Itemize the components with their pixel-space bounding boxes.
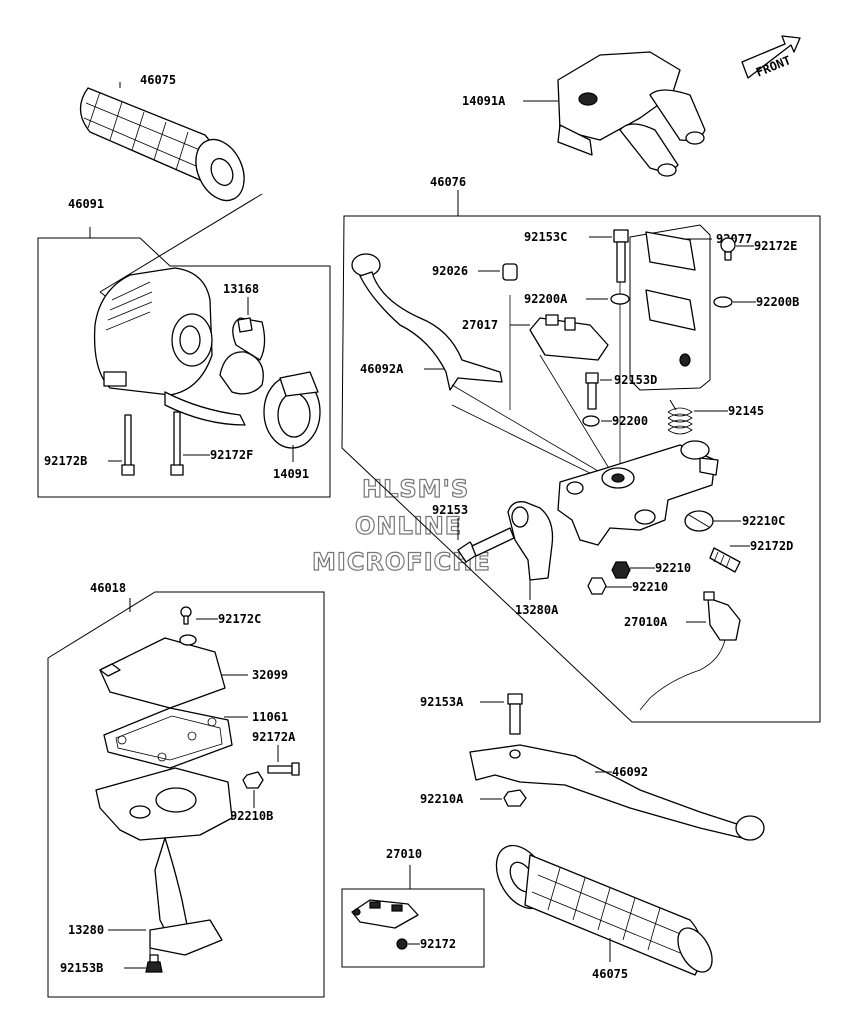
screw-92172E <box>720 237 736 261</box>
label-92153B: 92153B <box>60 961 103 975</box>
label-13280: 13280 <box>68 923 104 937</box>
label-32099: 32099 <box>252 668 288 682</box>
part-13168 <box>219 317 266 395</box>
bolt-92153D <box>585 372 599 410</box>
label-13280A: 13280A <box>515 603 559 617</box>
assembly-leader-lines <box>451 245 621 479</box>
washer-92200A <box>610 293 630 305</box>
label-14091A: 14091A <box>462 94 506 108</box>
part-27017 <box>529 314 609 361</box>
grip-46075-top <box>79 87 245 202</box>
part-92026 <box>502 263 518 281</box>
part-46091-switch-housing <box>93 267 246 426</box>
frame-27010 <box>341 888 485 968</box>
watermark-line-1: HLSM'S <box>362 475 469 503</box>
label-11061: 11061 <box>252 710 288 724</box>
nut-92210-a <box>611 561 631 579</box>
switch-27010 <box>351 899 419 929</box>
label-46091: 46091 <box>68 197 104 211</box>
bolt-92153C <box>613 229 629 283</box>
label-13168: 13168 <box>223 282 259 296</box>
label-92210B: 92210B <box>230 809 273 823</box>
housing-base <box>95 767 233 956</box>
label-92172C: 92172C <box>218 612 261 626</box>
screw-92172A <box>267 762 300 776</box>
lever-46092A <box>351 253 503 391</box>
label-92210-b: 92210 <box>632 580 668 594</box>
screw-92172B <box>121 414 135 476</box>
label-92026: 92026 <box>432 264 468 278</box>
label-92153A: 92153A <box>420 695 464 709</box>
switch-27010A <box>639 591 741 711</box>
label-92200A: 92200A <box>524 292 568 306</box>
label-27010A: 27010A <box>624 615 668 629</box>
label-14091: 14091 <box>273 467 309 481</box>
label-92172F: 92172F <box>210 448 253 462</box>
part-92077 <box>629 224 711 391</box>
label-92153D: 92153D <box>614 373 657 387</box>
watermark-line-2: ONLINE <box>355 512 462 540</box>
screw-92172D <box>709 547 741 573</box>
washer-92200B <box>713 296 733 308</box>
washer-92200 <box>582 415 600 427</box>
part-14091A <box>557 51 706 177</box>
label-92153C: 92153C <box>524 230 567 244</box>
nut-92210A <box>503 789 527 807</box>
nut-92210-b <box>587 577 607 595</box>
label-46075-top: 46075 <box>140 73 176 87</box>
label-46076: 46076 <box>430 175 466 189</box>
label-92172D: 92172D <box>750 539 793 553</box>
screw-92172 <box>396 938 408 950</box>
label-46092: 46092 <box>612 765 648 779</box>
label-92210C: 92210C <box>742 514 785 528</box>
label-92153: 92153 <box>432 503 468 517</box>
cover-32099 <box>99 634 226 709</box>
part-14091 <box>263 371 321 449</box>
gasket-11061 <box>103 707 233 769</box>
front-arrow-icon: FRONT <box>741 35 801 80</box>
screw-92172F <box>170 411 184 476</box>
label-92200B: 92200B <box>756 295 799 309</box>
bolt-92153 <box>457 527 515 563</box>
lever-46092 <box>469 744 765 841</box>
label-92172E: 92172E <box>754 239 797 253</box>
screw-92172C <box>180 606 192 625</box>
label-46075-bottom: 46075 <box>592 967 628 981</box>
label-92172A: 92172A <box>252 730 296 744</box>
bolt-92153A <box>507 693 523 735</box>
label-92172: 92172 <box>420 937 456 951</box>
clamp-13280A <box>507 501 554 581</box>
label-92172B: 92172B <box>44 454 87 468</box>
master-cylinder-body <box>557 440 719 546</box>
part-92210C <box>684 510 714 532</box>
bolt-92153B <box>145 954 163 973</box>
spring-92145 <box>667 399 693 435</box>
label-92200: 92200 <box>612 414 648 428</box>
label-92145: 92145 <box>728 404 764 418</box>
frame-46018 <box>47 591 325 998</box>
label-46018: 46018 <box>90 581 126 595</box>
label-92210-a: 92210 <box>655 561 691 575</box>
label-27010: 27010 <box>386 847 422 861</box>
watermark: HLSM'S ONLINE MICROFICHE <box>311 474 490 576</box>
label-46092A: 46092A <box>360 362 404 376</box>
label-92210A: 92210A <box>420 792 464 806</box>
frame-46076 <box>341 215 821 723</box>
grip-46075-bottom <box>495 844 713 976</box>
frame-46091 <box>37 237 331 498</box>
nut-92210B <box>242 771 264 789</box>
label-27017: 27017 <box>462 318 498 332</box>
